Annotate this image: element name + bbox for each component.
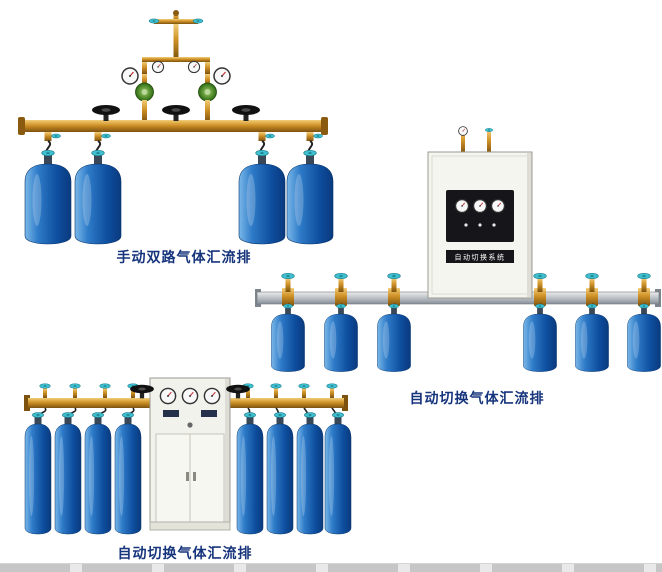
pressure-gauge-icon [203, 387, 221, 405]
needle-valve-icon [334, 272, 348, 280]
cylinder-station [325, 383, 351, 534]
gas-cylinder [237, 413, 263, 534]
door-handle [186, 472, 189, 481]
cylinder-station [523, 272, 556, 371]
gas-cylinder [75, 150, 121, 244]
indicator-light [478, 223, 482, 227]
handwheel-valve-icon [92, 105, 120, 121]
pressure-gauge-icon [455, 199, 469, 213]
handwheel-valve-icon [232, 105, 260, 121]
needle-valve-icon [298, 383, 310, 389]
needle-valve-icon [326, 383, 338, 389]
gas-cylinder [115, 413, 141, 534]
auto-switch-wall-illustration: 自动切换系统 [255, 126, 661, 382]
cylinder-station [297, 383, 323, 534]
cabinet-label-strip [446, 250, 514, 263]
needle-valve-icon [387, 272, 401, 280]
handwheel-valve-icon [162, 105, 190, 121]
cylinder-station [55, 383, 81, 534]
product-caption-auto-switch-floor: 自动切换气体汇流排 [117, 545, 253, 561]
gas-cylinder [271, 304, 304, 371]
product-caption-manual-dual: 手动双路气体汇流排 [116, 249, 252, 265]
needle-valve-icon [99, 383, 111, 389]
gas-cylinder [324, 304, 357, 371]
needle-valve-icon [484, 128, 494, 132]
gas-cylinder [25, 413, 51, 534]
indicator-light [492, 223, 496, 227]
pressure-regulator-icon [135, 82, 154, 102]
manifold-main-pipe [18, 117, 328, 135]
page-bottom-divider [0, 563, 662, 572]
cylinder-station [575, 272, 608, 371]
pressure-gauge-icon [159, 387, 177, 405]
manifold-top-assembly [121, 10, 231, 122]
top-valve-icon [148, 18, 160, 24]
cylinder-station [271, 272, 304, 371]
control-cabinet-floor [149, 377, 231, 531]
product-auto-switch-floor [16, 372, 352, 542]
pressure-regulator-icon [198, 82, 217, 102]
gas-cylinder [627, 304, 660, 371]
pressure-gauge-icon [491, 199, 505, 213]
pressure-gauge-icon [473, 199, 487, 213]
control-cabinet-wall: 自动切换系统 [427, 126, 533, 299]
product-auto-switch-wall: 自动切换系统 [255, 126, 662, 382]
gas-cylinder [55, 413, 81, 534]
control-knob [187, 422, 193, 428]
cylinder-station [25, 383, 51, 534]
pressure-gauge-icon [213, 67, 231, 85]
needle-valve-icon [585, 272, 599, 280]
cabinet-label-text: 自动切换系统 [455, 253, 506, 262]
cylinder-station [115, 383, 141, 534]
pressure-gauge-icon [151, 60, 165, 74]
gas-cylinder [523, 304, 556, 371]
cylinder-station [377, 272, 410, 371]
gas-cylinder [85, 413, 111, 534]
pressure-gauge-icon [121, 67, 139, 85]
gas-cylinder [267, 413, 293, 534]
needle-valve-icon [39, 383, 51, 389]
cylinder-station [85, 383, 111, 534]
needle-valve-icon [270, 383, 282, 389]
gauge-panel [446, 190, 514, 242]
gas-cylinder [377, 304, 410, 371]
manual-dual-manifold-illustration [18, 10, 338, 250]
product-caption-auto-switch-wall: 自动切换气体汇流排 [409, 390, 545, 406]
panel-label [163, 410, 179, 417]
door-handle [193, 472, 196, 481]
gas-cylinder [575, 304, 608, 371]
needle-valve-icon [281, 272, 295, 280]
gas-cylinder [325, 413, 351, 534]
cylinder-station [324, 272, 357, 371]
needle-valve-icon [51, 133, 61, 139]
product-manual-dual-manifold [8, 6, 338, 250]
top-valve-icon [192, 18, 204, 24]
panel-label [201, 410, 217, 417]
cylinder-station [267, 383, 293, 534]
cylinder-station [627, 272, 660, 371]
pressure-gauge-icon [187, 60, 201, 74]
indicator-light [464, 223, 468, 227]
needle-valve-icon [533, 272, 547, 280]
gas-cylinder [297, 413, 323, 534]
pressure-gauge-icon [458, 126, 468, 136]
needle-valve-icon [637, 272, 651, 280]
gas-cylinder [25, 150, 71, 244]
cylinder-station [237, 383, 263, 534]
auto-switch-floor-illustration [24, 377, 352, 542]
needle-valve-icon [69, 383, 81, 389]
pressure-gauge-icon [181, 387, 199, 405]
needle-valve-icon [101, 133, 111, 139]
cabinet-base [149, 521, 231, 531]
